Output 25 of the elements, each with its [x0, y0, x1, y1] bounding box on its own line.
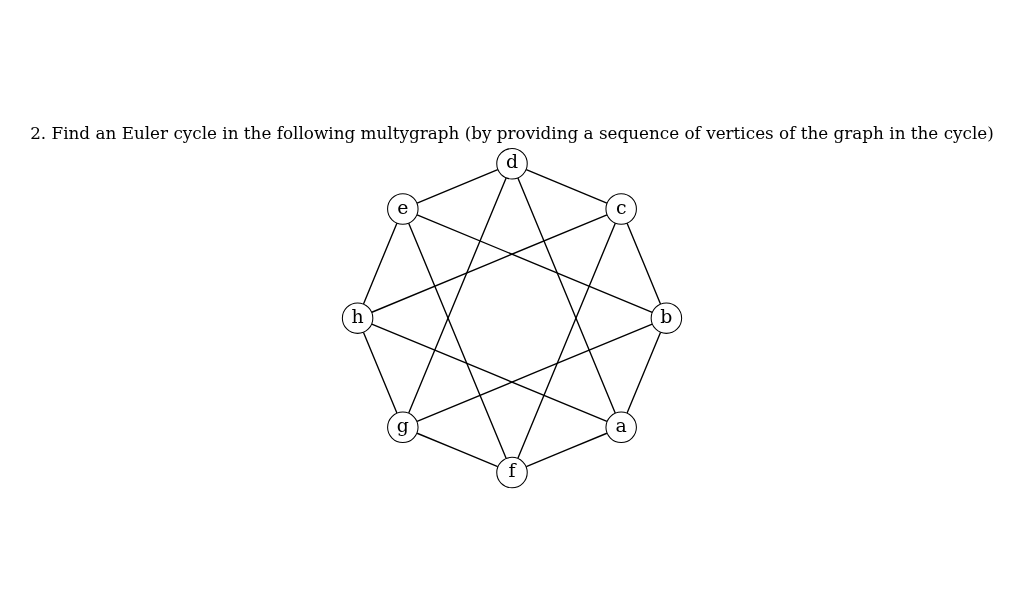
connector	[517, 221, 616, 459]
node-circle: h	[341, 301, 374, 334]
node-circle: f	[496, 456, 528, 488]
connector	[416, 432, 499, 467]
connector	[517, 176, 616, 414]
node-circle: b	[650, 301, 683, 334]
connector	[626, 331, 662, 414]
node-circle: c	[605, 192, 637, 225]
connector	[416, 322, 653, 422]
node-circle: e	[387, 192, 419, 225]
connector	[525, 168, 608, 204]
connector	[416, 168, 499, 204]
node-circle: g	[387, 411, 419, 443]
node-circle: d	[496, 147, 528, 180]
diagram-title: 2. Find an Euler cycle in the following multygraph (by providing a sequence of vertices of the graph in the cycle)	[30, 122, 994, 143]
connector	[626, 222, 662, 305]
connector	[362, 222, 398, 305]
connector	[371, 213, 608, 313]
connector	[416, 213, 653, 313]
node-circle: a	[605, 411, 637, 443]
connector	[362, 331, 398, 414]
connector	[371, 322, 608, 422]
connector	[525, 432, 608, 467]
connector	[408, 176, 507, 414]
connector	[408, 221, 507, 459]
